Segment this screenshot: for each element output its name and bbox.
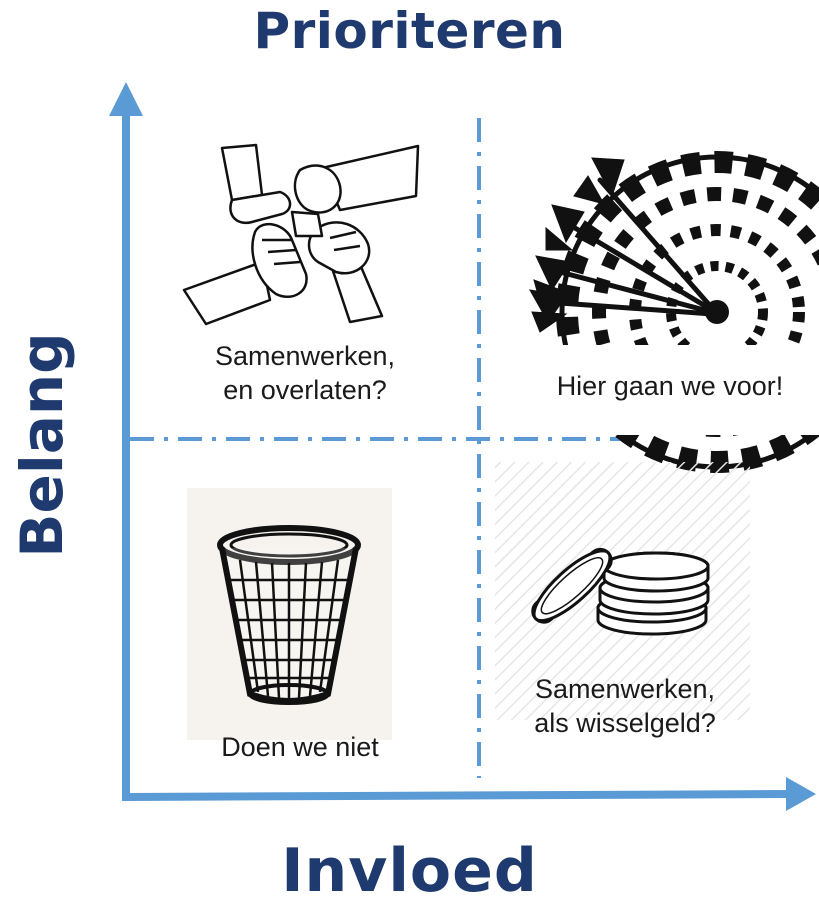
quadrant-top-right-line1: Hier gaan we voor! xyxy=(556,371,784,401)
joined-hands-icon xyxy=(182,143,420,326)
axes xyxy=(109,82,816,811)
waste-basket-icon xyxy=(217,525,361,705)
coin-stack-icon xyxy=(531,547,710,636)
quadrant-bottom-right-line1: Samenwerken, xyxy=(534,674,716,704)
quadrant-bottom-right-line2: als wisselgeld? xyxy=(534,708,716,738)
top-title: Prioriteren xyxy=(253,2,566,60)
quadrant-top-left-label: Samenwerken, en overlaten? xyxy=(190,339,420,407)
y-axis-arrowhead xyxy=(109,82,143,116)
bottom-title: Invloed xyxy=(281,836,538,906)
x-axis-arrowhead xyxy=(786,777,816,811)
quadrant-bottom-left-line1: Doen we niet xyxy=(221,732,379,762)
quadrant-top-left-line2: en overlaten? xyxy=(223,375,387,405)
quadrant-bottom-left-label: Doen we niet xyxy=(185,730,415,764)
quadrant-bottom-right-label: Samenwerken, als wisselgeld? xyxy=(505,672,745,740)
quadrant-top-left-line1: Samenwerken, xyxy=(214,341,396,371)
x-axis-line xyxy=(121,790,791,801)
quadrant-top-right-label: Hier gaan we voor! xyxy=(520,369,819,403)
darts-dartboard-icon xyxy=(520,151,819,473)
